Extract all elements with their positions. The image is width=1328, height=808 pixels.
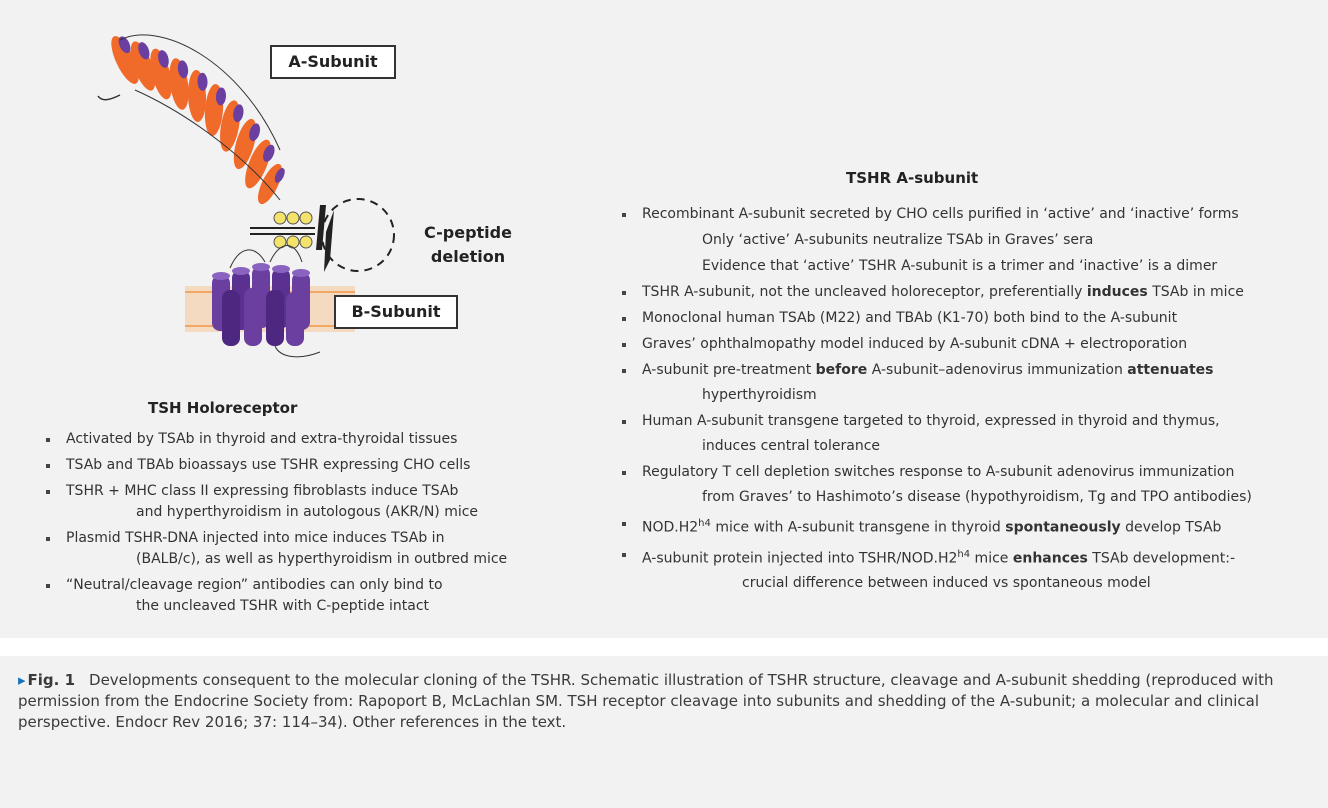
- list-item: NOD.H2h4 mice with A-subunit transgene i…: [620, 513, 1320, 539]
- caption-text: Developments consequent to the molecular…: [18, 671, 1274, 731]
- a-subunit-section-title: TSHR A-subunit: [846, 169, 979, 187]
- b-subunit-transmembrane: [212, 245, 321, 358]
- hinge-region: [250, 205, 334, 272]
- figure-label: Fig. 1: [27, 671, 76, 689]
- list-item: Monoclonal human TSAb (M22) and TBAb (K1…: [620, 308, 1320, 329]
- list-item: “Neutral/cleavage region” antibodies can…: [44, 575, 544, 617]
- tshr-schematic: [97, 34, 395, 358]
- holoreceptor-list: Activated by TSAb in thyroid and extra-t…: [44, 429, 544, 617]
- c-peptide-label-line1: C-peptide: [424, 223, 512, 242]
- list-item: A-subunit protein injected into TSHR/NOD…: [620, 544, 1320, 595]
- c-peptide-loop: [321, 198, 395, 272]
- list-item: Activated by TSAb in thyroid and extra-t…: [44, 429, 544, 450]
- list-item: Regulatory T cell depletion switches res…: [620, 462, 1320, 508]
- list-item: Plasmid TSHR-DNA injected into mice indu…: [44, 528, 544, 570]
- caption-marker-icon: ▸: [18, 671, 26, 689]
- list-item: Graves’ ophthalmopathy model induced by …: [620, 334, 1320, 355]
- list-item: TSHR + MHC class II expressing fibroblas…: [44, 481, 544, 523]
- a-subunit-list: Recombinant A-subunit secreted by CHO ce…: [620, 204, 1320, 594]
- list-item: TSAb and TBAb bioassays use TSHR express…: [44, 455, 544, 476]
- list-item: TSHR A-subunit, not the uncleaved holore…: [620, 282, 1320, 303]
- figure-panel: A-Subunit B-Subunit C-peptide deletion T…: [0, 0, 1328, 638]
- list-item: A-subunit pre-treatment before A-subunit…: [620, 360, 1320, 406]
- b-subunit-label: B-Subunit: [334, 295, 458, 329]
- a-subunit-label: A-Subunit: [270, 45, 396, 79]
- list-item: Recombinant A-subunit secreted by CHO ce…: [620, 204, 1320, 277]
- c-peptide-label-line2: deletion: [430, 247, 506, 266]
- c-peptide-deletion-label: C-peptide deletion: [413, 221, 523, 269]
- a-subunit-helix: [97, 34, 285, 205]
- holoreceptor-title: TSH Holoreceptor: [148, 399, 298, 417]
- list-item: Human A-subunit transgene targeted to th…: [620, 411, 1320, 457]
